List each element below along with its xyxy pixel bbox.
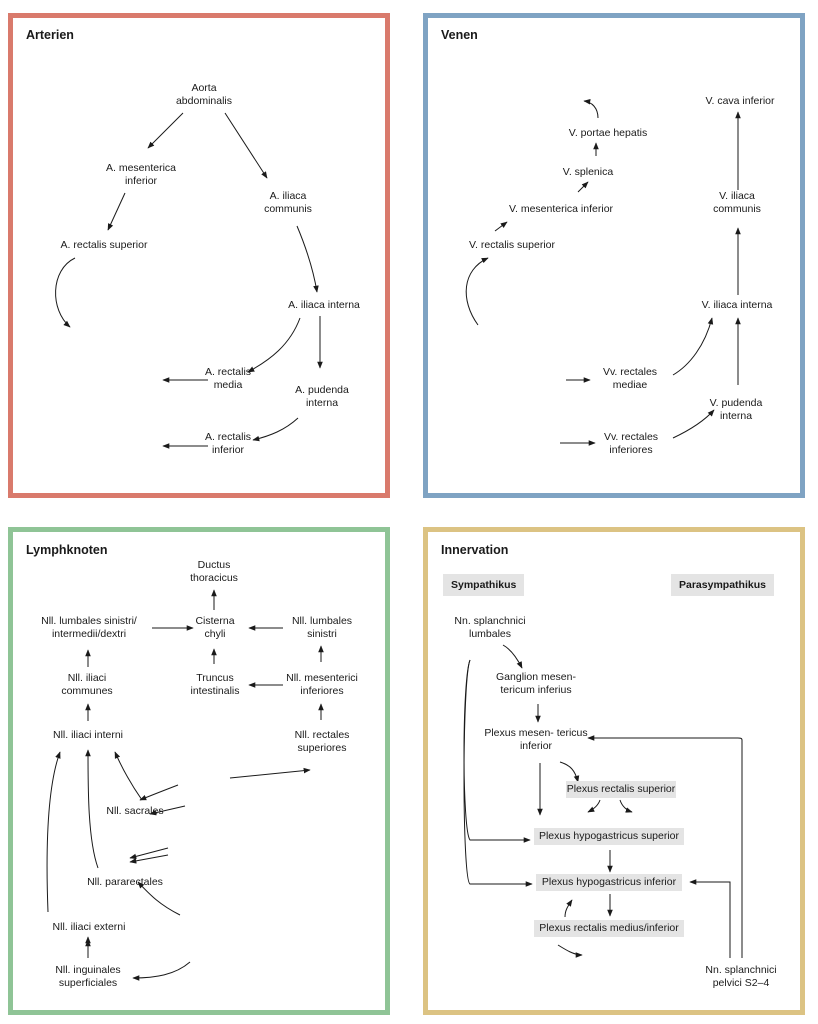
label-v-mesenterica-inferior: V. mesenterica inferior: [508, 203, 614, 215]
label-plexus-hypogastricus-superior: Plexus hypogastricus superior: [534, 828, 684, 845]
label-v-splenica: V. splenica: [562, 166, 614, 178]
label-ganglion-mesentericum-inferius: Ganglion mesen- tericum inferius: [496, 671, 576, 696]
header-parasympathikus: Parasympathikus: [671, 574, 774, 596]
label-v-iliaca-communis: V. iliaca communis: [713, 190, 761, 215]
label-ductus-thoracicus: Ductus thoracicus: [190, 559, 238, 584]
label-a-rectalis-superior: A. rectalis superior: [60, 239, 148, 251]
label-nn-splanchnici-lumbales: Nn. splanchnici lumbales: [454, 615, 526, 640]
panel-venen: [423, 13, 805, 498]
label-nll-lumbales-sinistri-intermedii-dextri: Nll. lumbales sinistri/ intermedii/dextr…: [41, 615, 137, 640]
label-aorta-abdominalis: Aorta abdominalis: [175, 82, 233, 107]
label-v-rectalis-superior: V. rectalis superior: [469, 239, 555, 251]
label-nll-pararectales: Nll. pararectales: [87, 876, 163, 888]
label-plexus-hypogastricus-inferior: Plexus hypogastricus inferior: [536, 874, 682, 891]
label-nll-iliaci-externi: Nll. iliaci externi: [52, 921, 126, 933]
label-plexus-rectalis-superior: Plexus rectalis superior: [566, 781, 676, 798]
panel-title-arterien: Arterien: [26, 28, 74, 42]
label-v-iliaca-interna: V. iliaca interna: [701, 299, 773, 311]
panel-innervation: [423, 527, 805, 1015]
label-v-portae-hepatis: V. portae hepatis: [568, 127, 648, 139]
panel-title-venen: Venen: [441, 28, 478, 42]
label-nll-lumbales-sinistri: Nll. lumbales sinistri: [291, 615, 353, 640]
label-nll-iliaci-interni: Nll. iliaci interni: [52, 729, 124, 741]
panel-arterien: [8, 13, 390, 498]
header-sympathikus: Sympathikus: [443, 574, 525, 596]
label-vv-rectales-mediae: Vv. rectales mediae: [602, 366, 658, 391]
label-nll-mesenterici-inferiores: Nll. mesenterici inferiores: [286, 672, 358, 697]
label-plexus-rectalis-medius-inferior: Plexus rectalis medius/inferior: [534, 920, 684, 937]
label-v-cava-inferior: V. cava inferior: [705, 95, 775, 107]
label-a-mesenterica-inferior: A. mesenterica inferior: [105, 162, 177, 187]
label-nn-splanchnici-pelvici: Nn. splanchnici pelvici S2–4: [705, 964, 777, 989]
panel-title-lymphknoten: Lymphknoten: [26, 543, 108, 557]
label-a-iliaca-communis: A. iliaca communis: [264, 190, 312, 215]
label-plexus-mesentericus-inferior: Plexus mesen- tericus inferior: [484, 727, 588, 752]
label-cisterna-chyli: Cisterna chyli: [195, 615, 235, 640]
panel-lymphknoten: [8, 527, 390, 1015]
label-nll-iliaci-communes: Nll. iliaci communes: [61, 672, 113, 697]
label-vv-rectales-inferiores: Vv. rectales inferiores: [603, 431, 659, 456]
label-v-pudenda-interna: V. pudenda interna: [709, 397, 763, 422]
label-nll-inguinales-superficiales: Nll. inguinales superficiales: [55, 964, 121, 989]
label-nll-sacrales: Nll. sacrales: [106, 805, 164, 817]
label-a-rectalis-media: A. rectalis media: [204, 366, 252, 391]
label-nll-rectales-superiores: Nll. rectales superiores: [294, 729, 350, 754]
label-a-pudenda-interna: A. pudenda interna: [295, 384, 349, 409]
panel-title-innervation: Innervation: [441, 543, 509, 557]
label-a-rectalis-inferior: A. rectalis inferior: [204, 431, 252, 456]
label-a-iliaca-interna: A. iliaca interna: [288, 299, 360, 311]
label-truncus-intestinalis: Truncus intestinalis: [190, 672, 240, 697]
